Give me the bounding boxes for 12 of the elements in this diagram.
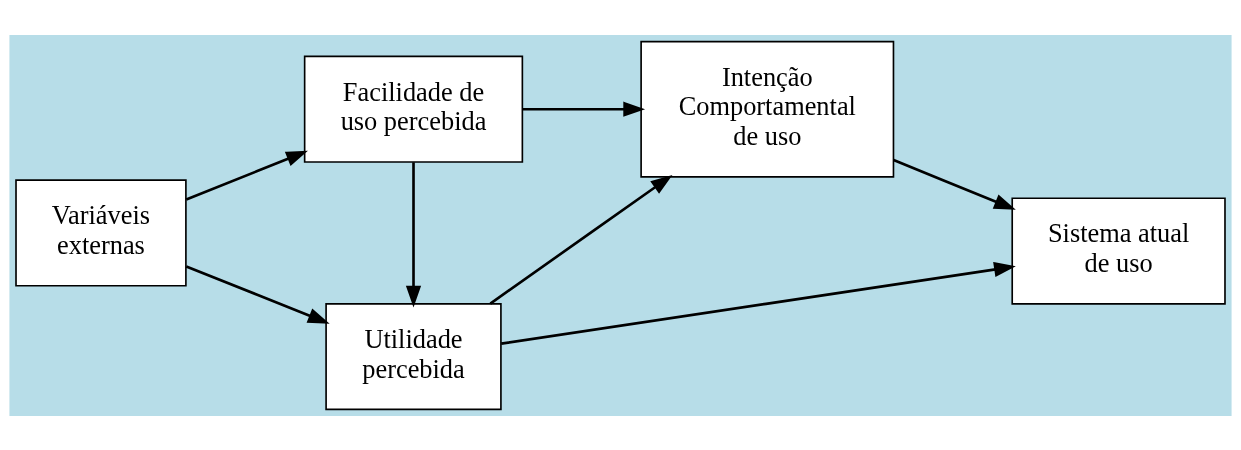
- arrow: [893, 158, 1016, 210]
- arrow: [405, 161, 422, 307]
- node-box: Utilidade percebida: [325, 302, 502, 410]
- arrow: [501, 261, 1016, 345]
- node-box: Facilidade de uso percebida: [303, 55, 524, 163]
- arrow: [489, 174, 673, 305]
- node-box: Sistema atual de uso: [1011, 196, 1226, 305]
- arrow: [522, 101, 646, 117]
- arrow: [185, 150, 308, 201]
- arrow: [185, 264, 330, 324]
- node-box: Intenção Comportamental de uso: [640, 40, 895, 178]
- node-box: Variáveis externas: [15, 178, 187, 287]
